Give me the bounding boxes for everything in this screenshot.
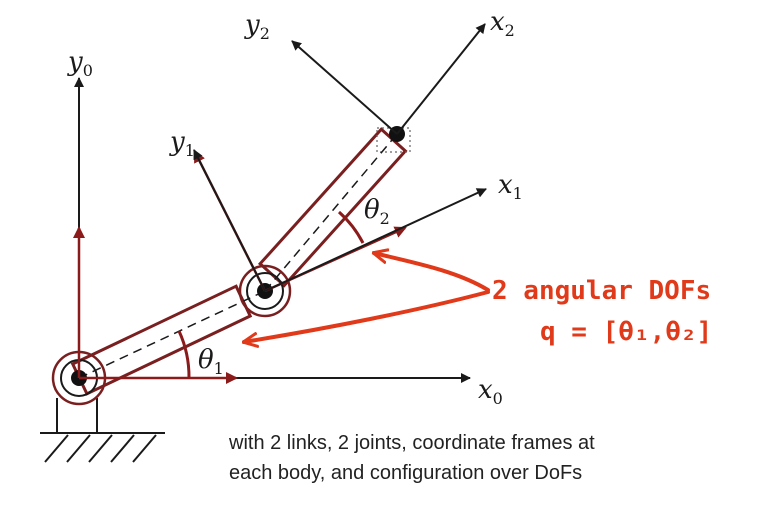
theta1-arc [177, 330, 191, 379]
caption-line2: each body, and configuration over DoFs [229, 462, 583, 484]
frame-1-axes [193, 149, 487, 292]
caption-line1: with 2 links, 2 joints, coordinate frame… [229, 432, 595, 454]
theta2-label: θ2 [364, 195, 390, 228]
dof-annotation-line2: q = [θ₁,θ₂] [540, 317, 712, 347]
x2-label: x2 [490, 7, 515, 40]
red-axes [73, 150, 407, 384]
caption: with 2 links, 2 joints, coordinate frame… [229, 428, 769, 488]
theta1-label: θ1 [198, 345, 224, 378]
y2-label: y2 [244, 10, 270, 43]
theta2-arc [337, 210, 365, 244]
ground-base [40, 398, 165, 463]
dof-annotation-line1: 2 angular DOFs [492, 276, 711, 306]
y1-label: y1 [169, 127, 195, 160]
x1-label: x1 [498, 170, 523, 203]
y0-label: y0 [67, 47, 93, 80]
x0-label: x0 [478, 375, 503, 408]
frame-2-axes [291, 23, 486, 135]
dof-annotation-arrows [244, 253, 490, 342]
